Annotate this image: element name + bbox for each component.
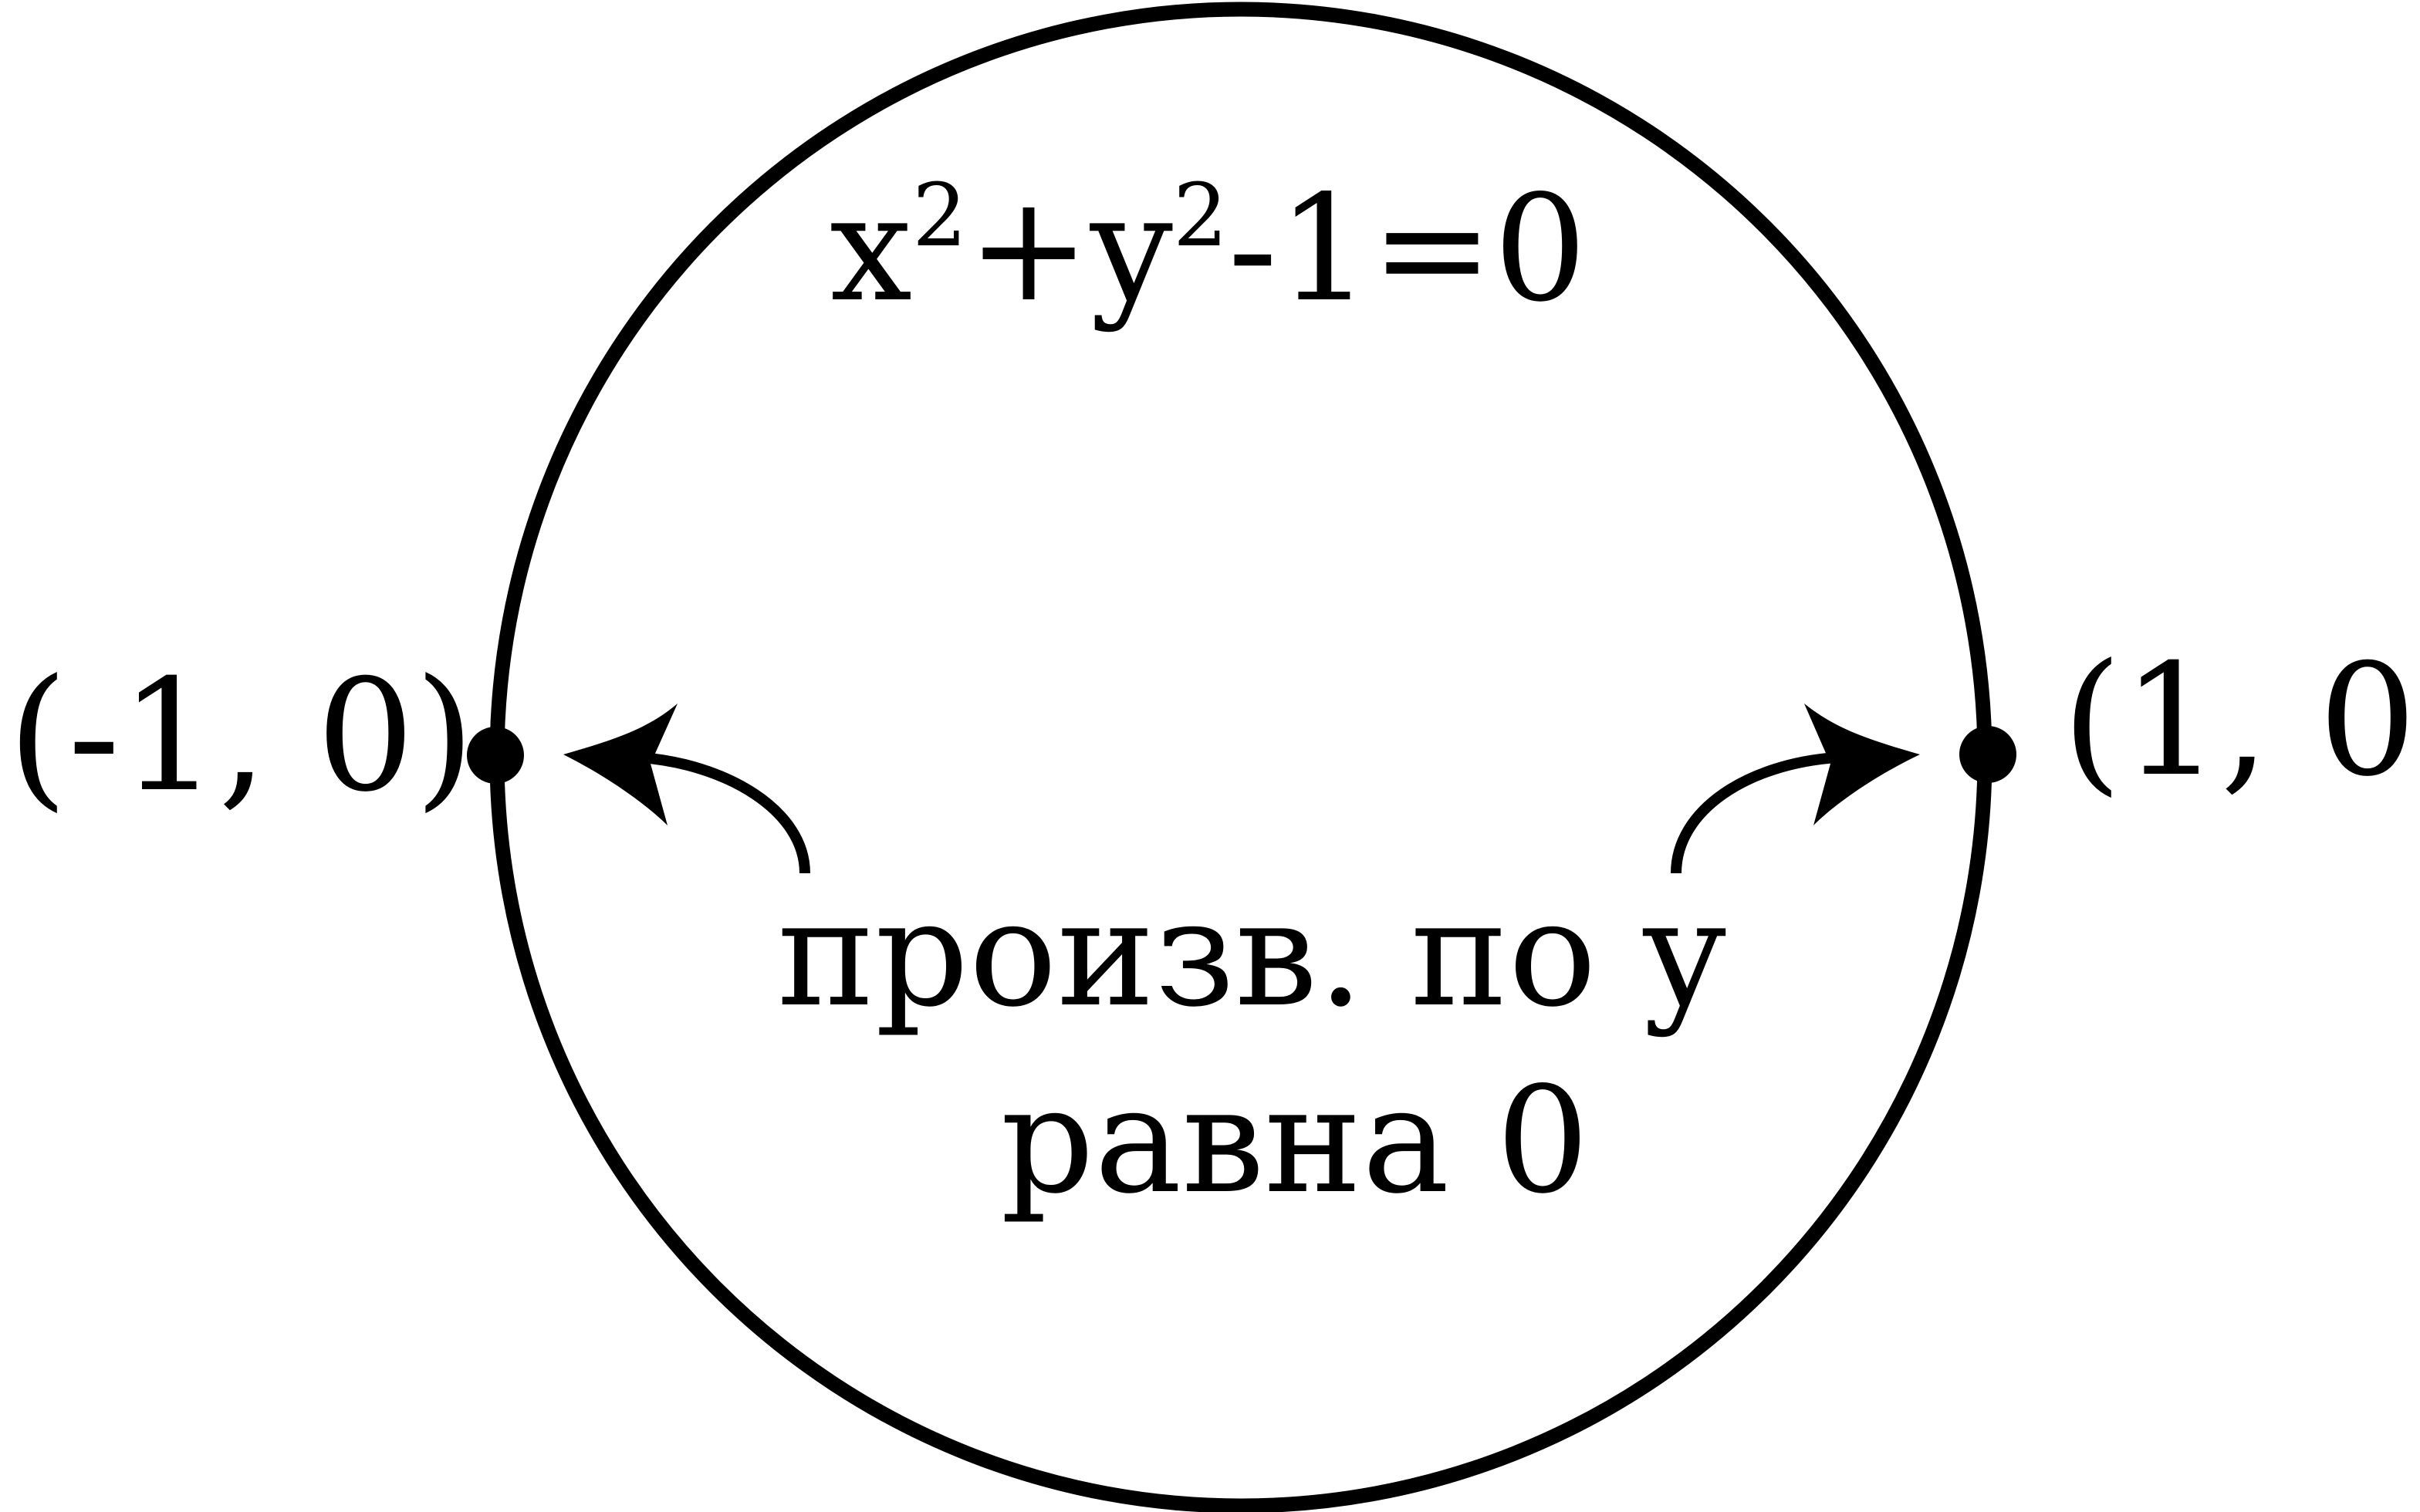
left-arrow-curve (640, 752, 810, 874)
circle-equation: x2+y2-1=0 (830, 164, 1587, 334)
equation-base-y: y (1090, 164, 1173, 334)
equation-exponent-x: 2 (912, 166, 967, 266)
left-point-marker (467, 727, 524, 784)
annotation-line-2: равна 0 (1000, 1055, 1589, 1226)
right-point-marker (1959, 726, 2016, 783)
right-arrow-curve (1671, 752, 1837, 874)
left-point-label: (-1, 0) (8, 646, 475, 826)
equation-plus: + (967, 164, 1090, 334)
left-arrow-head (563, 704, 678, 825)
equation-exponent-y: 2 (1173, 166, 1228, 266)
right-point-label: (1, 0) (2062, 631, 2420, 811)
right-arrow-head (1804, 704, 1920, 825)
equation-base-x: x (830, 164, 912, 334)
annotation-line-1: произв. по y (777, 869, 1725, 1039)
equation-rest: -1=0 (1228, 164, 1587, 334)
